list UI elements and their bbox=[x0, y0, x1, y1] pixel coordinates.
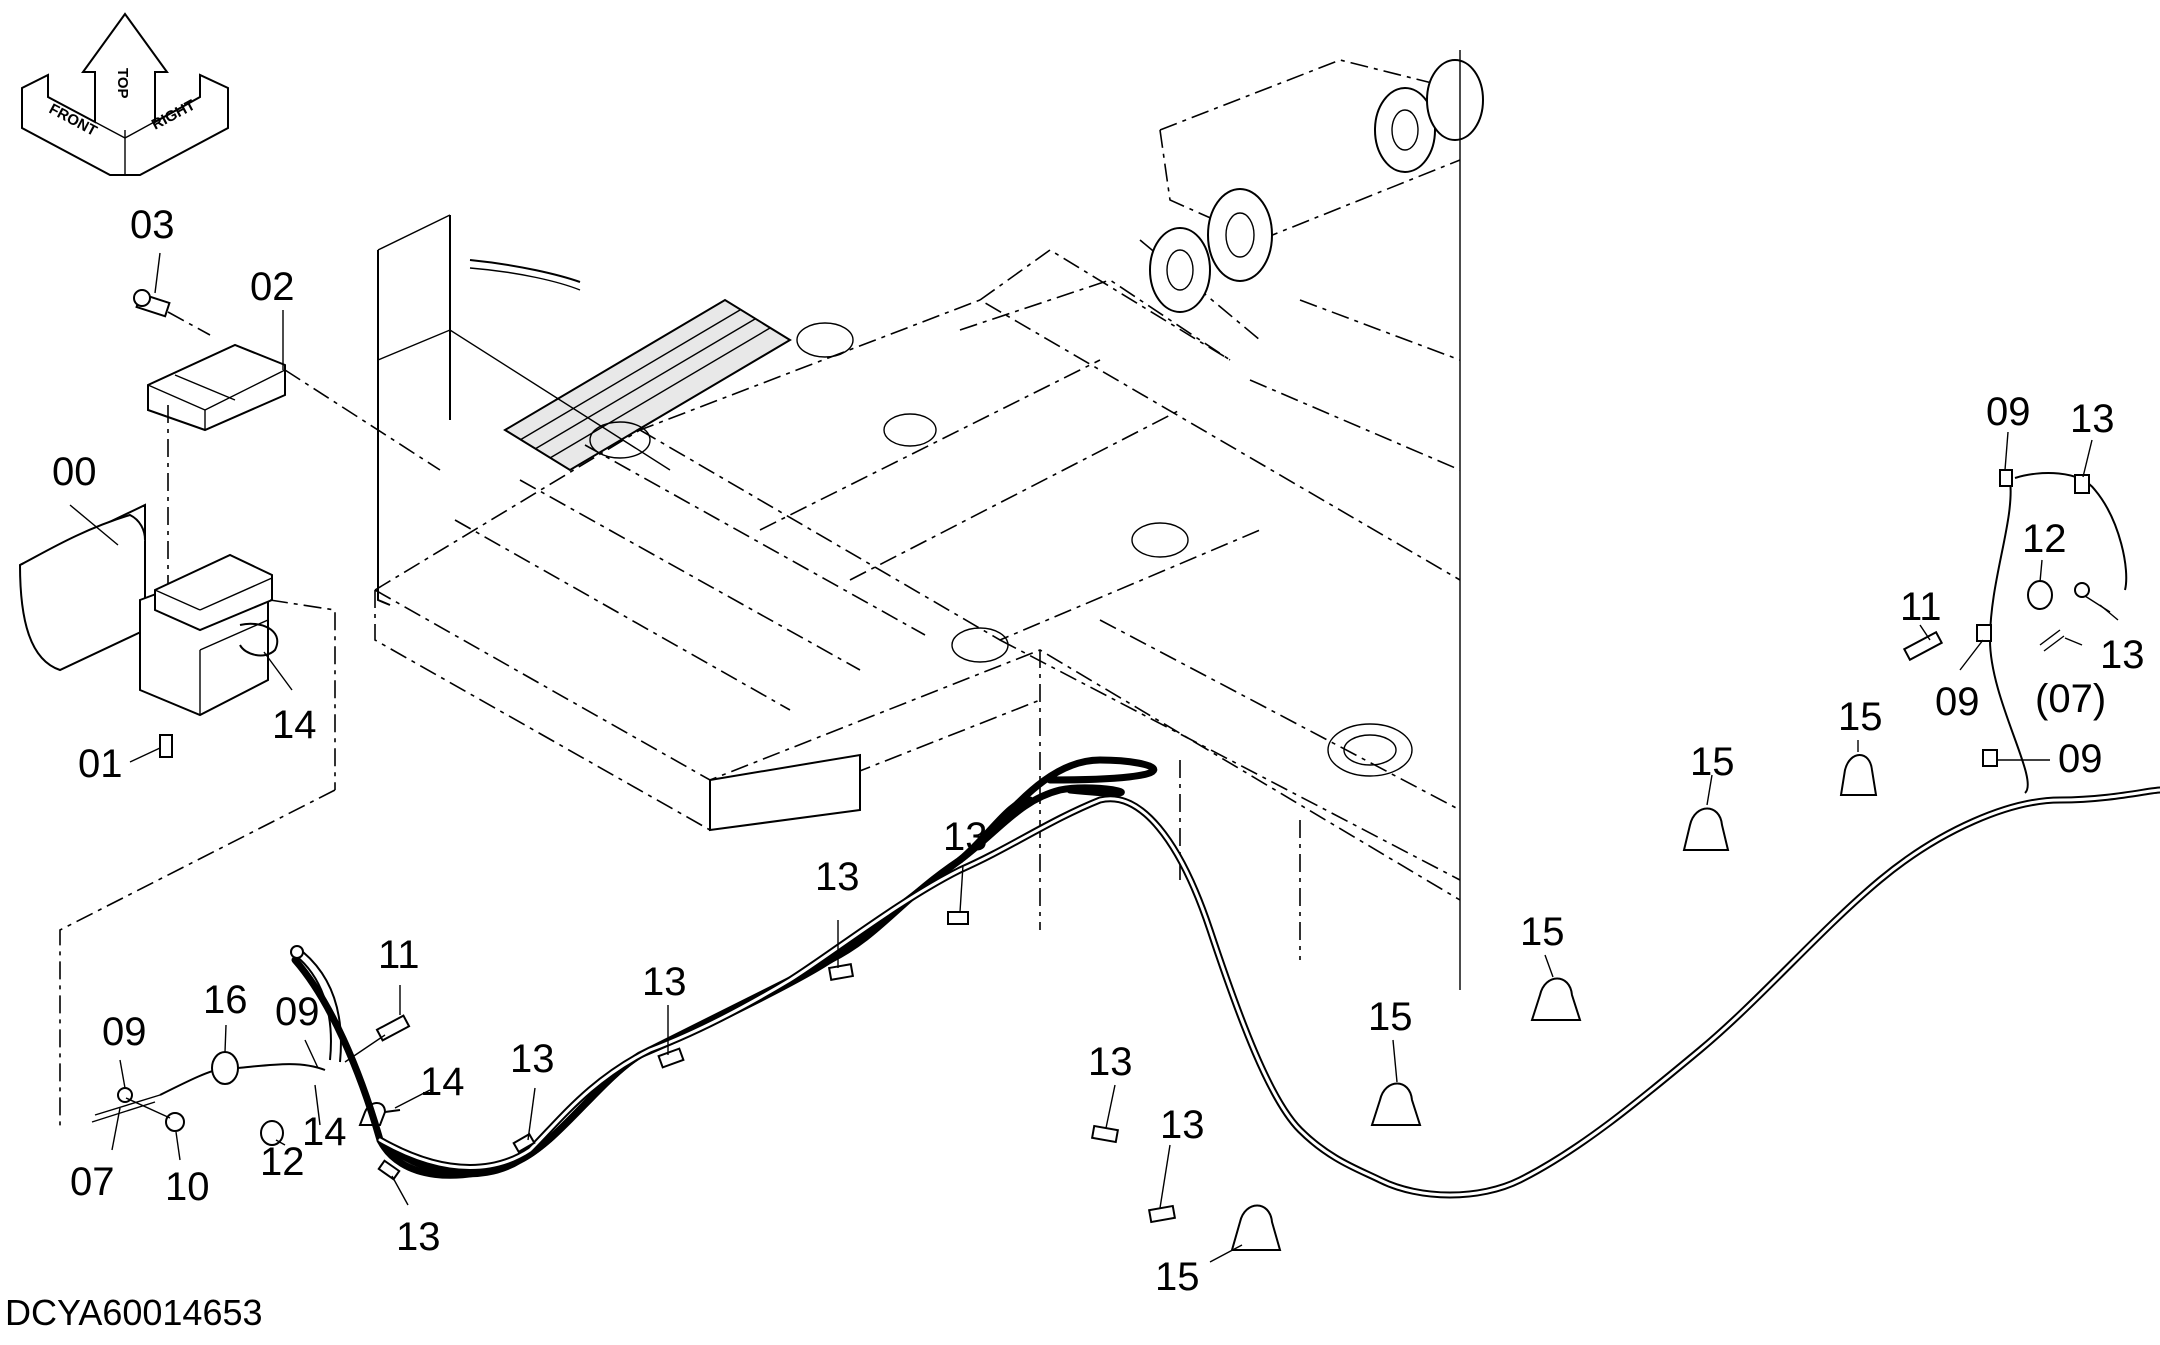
callout-14c: 14 bbox=[420, 1060, 465, 1104]
callout-09e: 09 bbox=[2058, 737, 2103, 781]
callouts: 00 01 02 03 14 09 07 10 16 09 12 14 11 1… bbox=[52, 203, 2145, 1299]
clamps-15 bbox=[1230, 754, 1878, 1251]
bolt-03 bbox=[133, 289, 171, 318]
callout-01: 01 bbox=[78, 742, 123, 786]
lamp-assembly bbox=[18, 289, 441, 1130]
leader-lines bbox=[69, 252, 2119, 1263]
callout-13e: 13 bbox=[943, 815, 988, 859]
grommet-16 bbox=[211, 1051, 239, 1085]
callout-00: 00 bbox=[52, 450, 97, 494]
callout-11b: 11 bbox=[1900, 585, 1942, 629]
clamps-13 bbox=[377, 911, 1177, 1224]
callout-14a: 14 bbox=[272, 703, 317, 747]
wiring-harness bbox=[291, 756, 2160, 1199]
nut-12 bbox=[260, 1120, 284, 1146]
boom-bosses bbox=[1149, 59, 1484, 313]
top-label: TOP bbox=[114, 68, 131, 99]
bolt-11a bbox=[375, 1014, 411, 1042]
orientation-indicator: FRONT TOP RIGHT bbox=[21, 12, 229, 176]
callout-03: 03 bbox=[130, 203, 175, 247]
right-end-connectors bbox=[1902, 469, 2128, 794]
callout-16: 16 bbox=[203, 978, 248, 1022]
callout-13a: 13 bbox=[396, 1215, 441, 1259]
callout-15d: 15 bbox=[1690, 740, 1735, 784]
callout-09a: 09 bbox=[102, 1010, 147, 1054]
bolt-11b bbox=[1902, 630, 1944, 662]
callout-09c: 09 bbox=[1986, 390, 2031, 434]
callout-13b: 13 bbox=[510, 1037, 555, 1081]
callout-11a: 11 bbox=[378, 933, 420, 977]
document-code: DCYA60014653 bbox=[5, 1292, 263, 1333]
callout-10: 10 bbox=[165, 1165, 210, 1209]
clamp-13h bbox=[2074, 474, 2090, 494]
callout-07b: (07) bbox=[2035, 677, 2106, 721]
callout-07a: 07 bbox=[70, 1160, 115, 1204]
callout-13c: 13 bbox=[642, 960, 687, 1004]
callout-13f: 13 bbox=[1088, 1040, 1133, 1084]
screw-10 bbox=[165, 1112, 185, 1132]
callout-02: 02 bbox=[250, 265, 295, 309]
callout-15c: 15 bbox=[1520, 910, 1565, 954]
callout-13g: 13 bbox=[1160, 1103, 1205, 1147]
screw-01 bbox=[159, 734, 173, 758]
machine-frame bbox=[374, 50, 1484, 990]
callout-12a: 12 bbox=[260, 1140, 305, 1184]
callout-13i: 13 bbox=[2100, 633, 2145, 677]
terminal-09d bbox=[1976, 624, 1992, 642]
callout-15b: 15 bbox=[1368, 995, 1413, 1039]
callout-15e: 15 bbox=[1838, 695, 1883, 739]
terminal-09c bbox=[1999, 469, 2013, 487]
callout-13h: 13 bbox=[2070, 397, 2115, 441]
terminal-09e bbox=[1982, 749, 1998, 767]
callout-15a: 15 bbox=[1155, 1255, 1200, 1299]
callout-09b: 09 bbox=[275, 990, 320, 1034]
callout-14b: 14 bbox=[302, 1110, 347, 1154]
callout-12b: 12 bbox=[2022, 517, 2067, 561]
bracket bbox=[147, 343, 286, 432]
callout-13d: 13 bbox=[815, 855, 860, 899]
grating-slats bbox=[519, 309, 771, 459]
callout-09d: 09 bbox=[1935, 680, 1980, 724]
nut-12b bbox=[2027, 580, 2053, 610]
